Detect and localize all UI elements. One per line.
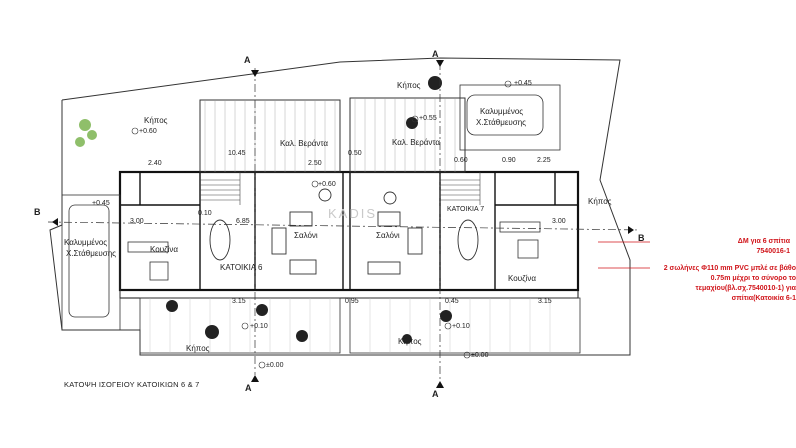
room-kal-veranta-right: Καλ. Βεράντα — [392, 138, 441, 147]
section-mark-b-left: B — [34, 207, 41, 217]
dim-d7: 6.85 — [236, 218, 250, 225]
level-l8: +0.10 — [452, 323, 470, 330]
bottom-garden-paving — [139, 297, 581, 354]
note-pipe-line3: τεμαχίου(βλ.σχ.7540010-1) για — [695, 285, 796, 292]
room-kouzina-right: Κουζίνα — [508, 274, 536, 283]
dim-d11: 3.15 — [232, 298, 246, 305]
section-mark-a-bottom: A — [245, 383, 252, 393]
staircase-left — [200, 172, 241, 205]
level-l9: +0.10 — [250, 323, 268, 330]
level-l6: +0.45 — [92, 200, 110, 207]
room-parking-right-line2: Χ.Στάθμευσης — [476, 118, 527, 127]
level-l11: ±0.00 — [471, 352, 489, 359]
section-arrows — [52, 60, 634, 388]
kitchen-counters — [127, 221, 541, 281]
dim-d17: 0.45 — [445, 298, 459, 305]
dim-d15: 10.45 — [228, 150, 246, 157]
note-pipe-line2: 0.75m μέχρι το σύνορο το — [710, 275, 796, 282]
note-pipe-line1: 2 σωλήνες Φ110 mm PVC μπλέ σε βάθο — [663, 265, 796, 272]
dim-d5: 3.00 — [130, 218, 144, 225]
section-mark-a-bottom-right: A — [432, 389, 439, 399]
house-outer-walls — [118, 170, 580, 292]
section-mark-a-top-right: A — [432, 49, 439, 59]
parking-left — [61, 194, 121, 331]
dim-d2: 2.50 — [308, 160, 322, 167]
note-pipe-line4: σπίτια(Κατοικία 6-1 — [731, 295, 796, 302]
pipe-leader — [598, 241, 650, 269]
section-lines — [47, 62, 641, 380]
dim-d9: 0.10 — [198, 210, 212, 217]
room-kipos-top: Κήπος — [397, 81, 421, 90]
dim-d19: 0.60 — [454, 157, 468, 164]
room-parking-right-line1: Καλυμμένος — [480, 107, 524, 116]
note-dm-line2: 7540016-1 — [756, 248, 790, 255]
dining-tables — [209, 188, 479, 275]
section-mark-a-top: A — [244, 55, 251, 65]
dim-d4: 2.25 — [537, 157, 551, 164]
dim-d6: 3.00 — [552, 218, 566, 225]
parking-right — [459, 84, 561, 151]
dim-d3: 0.90 — [502, 157, 516, 164]
room-parking-left-line1: Καλυμμένος — [64, 238, 108, 247]
drawing-title: ΚΑΤΟΨΗ ΙΣΟΓΕΙΟΥ ΚΑΤΟΙΚΙΩΝ 6 & 7 — [64, 380, 200, 389]
garden-trees — [166, 76, 452, 344]
level-l1: +0.45 — [514, 80, 532, 87]
level-l2: +0.60 — [318, 181, 336, 188]
green-shrub — [75, 119, 97, 147]
level-markers — [131, 80, 512, 369]
room-kipos-right: Κήπος — [588, 197, 612, 206]
room-kipos-bottom-right: Κήπος — [398, 337, 422, 346]
dim-d1: 2.40 — [148, 160, 162, 167]
veranda-hatching — [199, 97, 466, 173]
dim-d14: 0.95 — [345, 298, 359, 305]
note-dm-line1: ΔΜ για 6 σπίτια — [737, 238, 790, 245]
level-l3: +0.55 — [419, 115, 437, 122]
section-mark-b-right: B — [638, 233, 645, 243]
watermark: KADIS — [328, 206, 378, 221]
room-kouzina-left: Κουζίνα — [150, 245, 178, 254]
room-katoikia-7: ΚΑΤΟΙΚΙΑ 7 — [447, 206, 485, 213]
level-l4: +0.60 — [139, 128, 157, 135]
room-saloni-a: Σαλόνι — [294, 231, 318, 240]
site-boundary — [49, 57, 631, 356]
room-kal-veranta-left: Καλ. Βεράντα — [280, 139, 329, 148]
level-l10: ±0.00 — [266, 362, 284, 369]
dim-d18: 0.50 — [348, 150, 362, 157]
room-parking-left-line2: Χ.Στάθμευσης — [66, 249, 117, 258]
room-saloni-b: Σαλόνι — [376, 231, 400, 240]
room-kipos-left: Κήπος — [144, 116, 168, 125]
room-kipos-bottom-left: Κήπος — [186, 344, 210, 353]
staircase-right — [440, 172, 481, 205]
room-katoikia-6: ΚΑΤΟΙΚΙΑ 6 — [220, 263, 263, 272]
dim-d12: 3.15 — [538, 298, 552, 305]
